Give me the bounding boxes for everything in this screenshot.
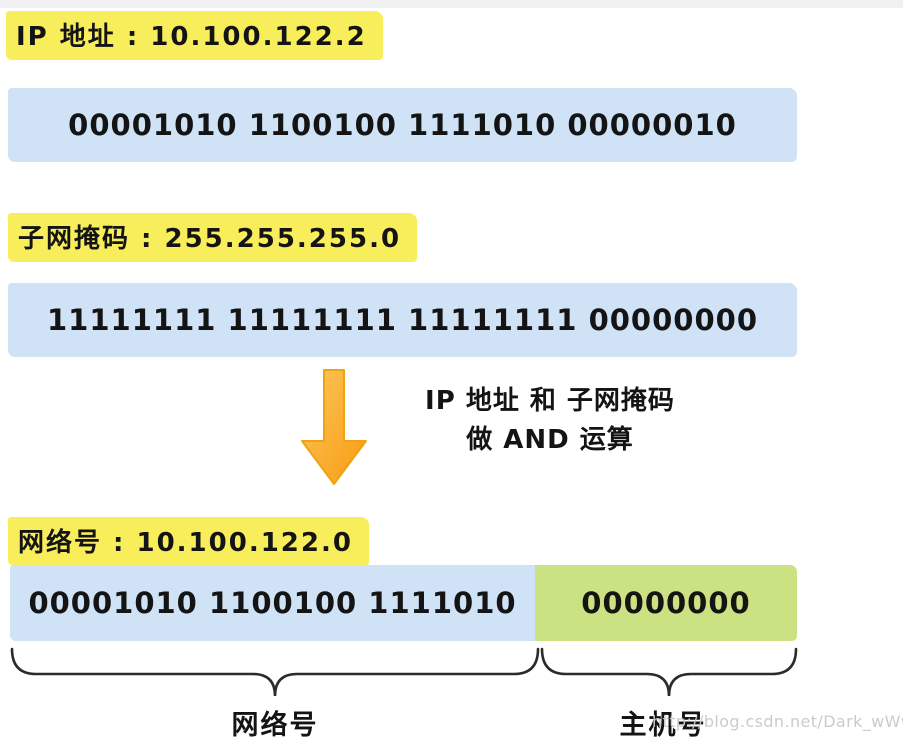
result-host-binary: 00000000 xyxy=(581,586,751,620)
result-binary-bar: 00001010 1100100 1111010 00000000 xyxy=(10,565,797,641)
down-arrow-icon xyxy=(299,368,369,492)
mask-binary-text: 11111111 11111111 11111111 00000000 xyxy=(47,303,758,337)
ip-address-label: IP 地址 : 10.100.122.2 xyxy=(6,11,383,60)
mask-binary-bar: 11111111 11111111 11111111 00000000 xyxy=(8,283,797,357)
result-network-binary: 00001010 1100100 1111010 xyxy=(28,586,517,620)
host-brace-label: 主机号 xyxy=(619,710,707,741)
result-network-part: 00001010 1100100 1111010 xyxy=(10,565,535,641)
network-brace-label: 网络号 xyxy=(231,710,319,741)
csdn-watermark: http://blog.csdn.net/Dark_wWw xyxy=(652,712,903,731)
top-border xyxy=(0,0,903,8)
network-number-label: 网络号 : 10.100.122.0 xyxy=(8,517,369,566)
result-host-part: 00000000 xyxy=(535,565,797,641)
and-operation-line1: IP 地址 和 子网掩码 xyxy=(425,386,675,416)
host-brace-icon xyxy=(540,647,798,703)
and-operation-caption: IP 地址 和 子网掩码 做 AND 运算 xyxy=(382,382,718,460)
ip-binary-bar: 00001010 1100100 1111010 00000010 xyxy=(8,88,797,162)
ip-binary-text: 00001010 1100100 1111010 00000010 xyxy=(68,108,737,142)
and-operation-line2: 做 AND 运算 xyxy=(466,425,634,455)
subnet-mask-label: 子网掩码 : 255.255.255.0 xyxy=(8,213,418,262)
network-brace-icon xyxy=(10,647,540,703)
